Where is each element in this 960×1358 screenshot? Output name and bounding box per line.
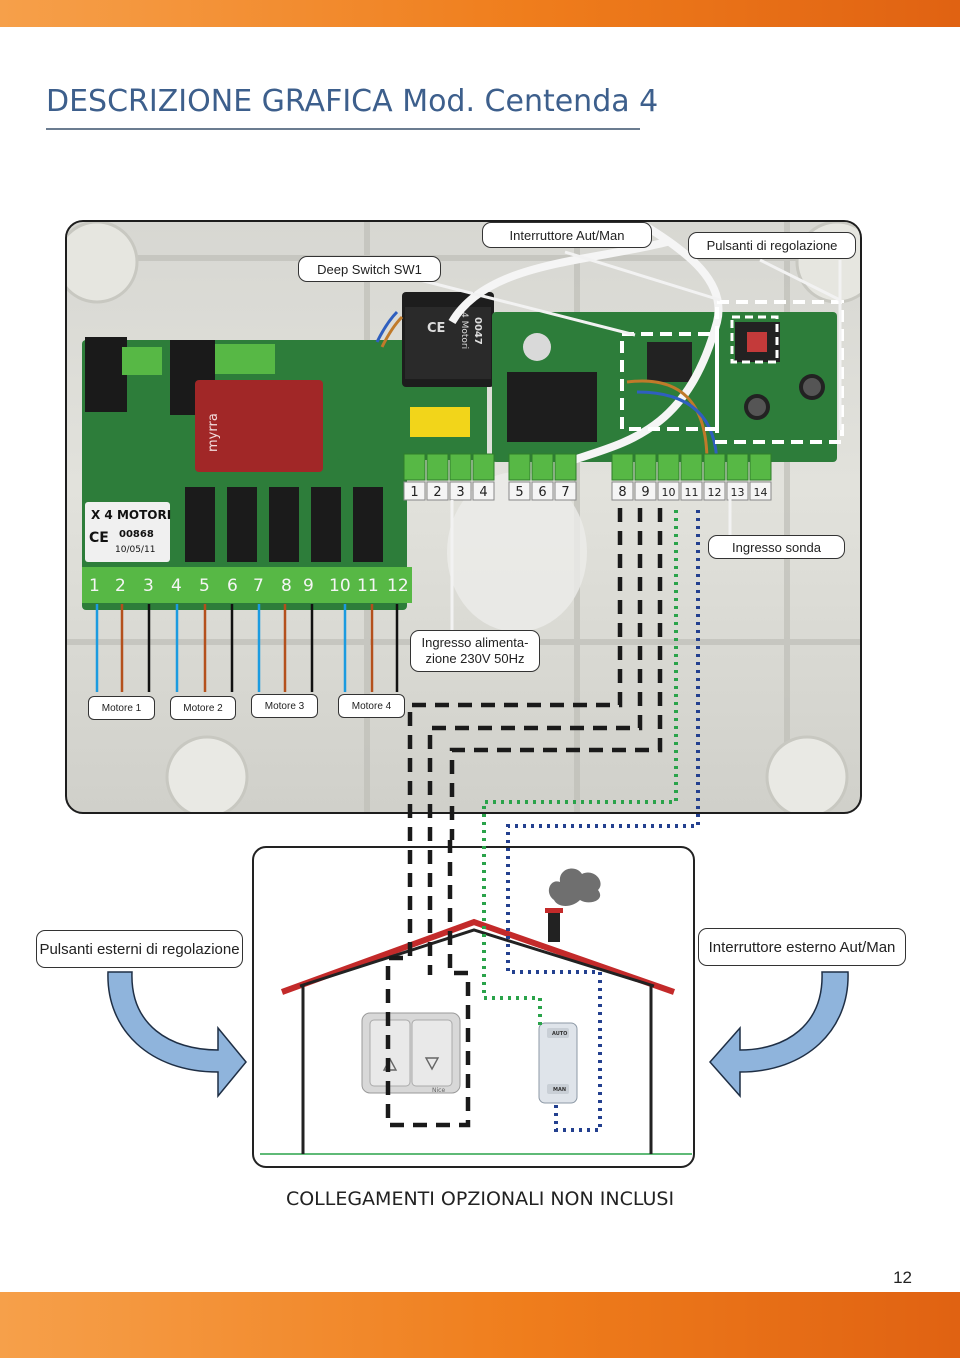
board-model-label: X 4 MOTORI [91, 508, 171, 522]
terminal-block [657, 453, 680, 481]
terminal-number: 11 [685, 486, 699, 499]
house-illustration: Nice AUTO MAN [260, 868, 692, 1155]
terminal-number-box [508, 481, 531, 501]
callout-power-input-line1: Ingresso alimenta- [421, 635, 529, 650]
switch-auto-label: AUTO [552, 1031, 567, 1037]
motor-terminal-number: 11 [357, 576, 379, 596]
motor-terminal-number: 2 [115, 576, 126, 596]
motor-terminal-number: 1 [89, 576, 100, 596]
terminal-number: 8 [618, 485, 626, 500]
board-code-label: 00868 [119, 529, 154, 540]
callout-power-input-line2: zione 230V 50Hz [425, 651, 525, 666]
top-orange-band [0, 0, 960, 27]
svg-text:CE: CE [89, 530, 109, 546]
buttons-brand-label: Nice [432, 1087, 445, 1094]
terminal-number: 12 [708, 486, 722, 499]
callout-power-input: Ingresso alimenta- zione 230V 50Hz [410, 630, 540, 672]
terminal-number-box [657, 481, 680, 501]
transformer-label: 4 Motori [459, 312, 469, 349]
motor-terminal-number: 7 [253, 576, 264, 596]
terminal-block [749, 453, 772, 481]
terminal-block [472, 453, 495, 481]
terminal-number: 3 [456, 485, 464, 500]
motor-terminal-number: 8 [281, 576, 292, 596]
terminal-block [680, 453, 703, 481]
motor-terminal-number: 4 [171, 576, 182, 596]
terminal-number-box [554, 481, 577, 501]
terminal-block [449, 453, 472, 481]
motor-terminal-number: 3 [143, 576, 154, 596]
callout-motor-3: Motore 3 [251, 694, 318, 718]
callout-deep-switch: Deep Switch SW1 [298, 256, 441, 282]
terminal-block [726, 453, 749, 481]
terminal-number-box [531, 481, 554, 501]
motor-terminal-number: 12 [387, 576, 409, 596]
motor-terminal-number: 9 [303, 576, 314, 596]
terminal-number-box [403, 481, 426, 501]
callout-external-switch: Interruttore esterno Aut/Man [698, 928, 906, 966]
terminal-block [554, 453, 577, 481]
terminal-number-box [472, 481, 495, 501]
motor-terminal-number: 6 [227, 576, 238, 596]
terminal-number-box [680, 481, 703, 501]
terminal-number-box [449, 481, 472, 501]
title-underline [46, 128, 640, 130]
terminal-block [426, 453, 449, 481]
terminal-number: 6 [538, 485, 546, 500]
transformer-brand: myrra [206, 413, 221, 452]
callout-probe-input: Ingresso sonda [708, 535, 845, 559]
callout-motor-1: Motore 1 [88, 696, 155, 720]
terminal-number-box [611, 481, 634, 501]
terminal-number: 4 [479, 485, 487, 500]
terminal-number: 7 [561, 485, 569, 500]
terminal-block [531, 453, 554, 481]
terminal-number-box [726, 481, 749, 501]
terminal-number: 10 [662, 486, 676, 499]
terminal-number-box [634, 481, 657, 501]
terminal-block [703, 453, 726, 481]
terminal-block [611, 453, 634, 481]
callout-external-buttons: Pulsanti esterni di regolazione [36, 930, 243, 968]
terminal-number: 2 [433, 485, 441, 500]
bottom-orange-band [0, 1292, 960, 1358]
callout-aut-man-switch: Interruttore Aut/Man [482, 222, 652, 248]
callout-motor-2: Motore 2 [170, 696, 236, 720]
terminal-block [634, 453, 657, 481]
page-title: DESCRIZIONE GRAFICA Mod. Centenda 4 [46, 84, 659, 119]
terminal-number-box [749, 481, 772, 501]
footer-caption: COLLEGAMENTI OPZIONALI NON INCLUSI [285, 1188, 675, 1210]
svg-text:CE: CE [427, 321, 445, 336]
terminal-number: 13 [731, 486, 745, 499]
motor-terminal-number: 10 [329, 576, 351, 596]
terminal-number: 14 [754, 486, 768, 499]
callout-regulation-buttons: Pulsanti di regolazione [688, 232, 856, 259]
terminal-number: 5 [515, 485, 523, 500]
terminal-number-box [703, 481, 726, 501]
terminal-number: 1 [410, 485, 418, 500]
board-date-label: 10/05/11 [115, 545, 155, 555]
terminal-block [403, 453, 426, 481]
motor-terminal-number: 5 [199, 576, 210, 596]
transformer-code: 0047 [472, 317, 483, 345]
house-diagram-frame: Nice AUTO MAN [252, 846, 695, 1168]
switch-man-label: MAN [553, 1087, 566, 1093]
terminal-number-box [426, 481, 449, 501]
terminal-number: 9 [641, 485, 649, 500]
page-number: 12 [893, 1268, 912, 1287]
terminal-block [508, 453, 531, 481]
callout-motor-4: Motore 4 [338, 694, 405, 718]
